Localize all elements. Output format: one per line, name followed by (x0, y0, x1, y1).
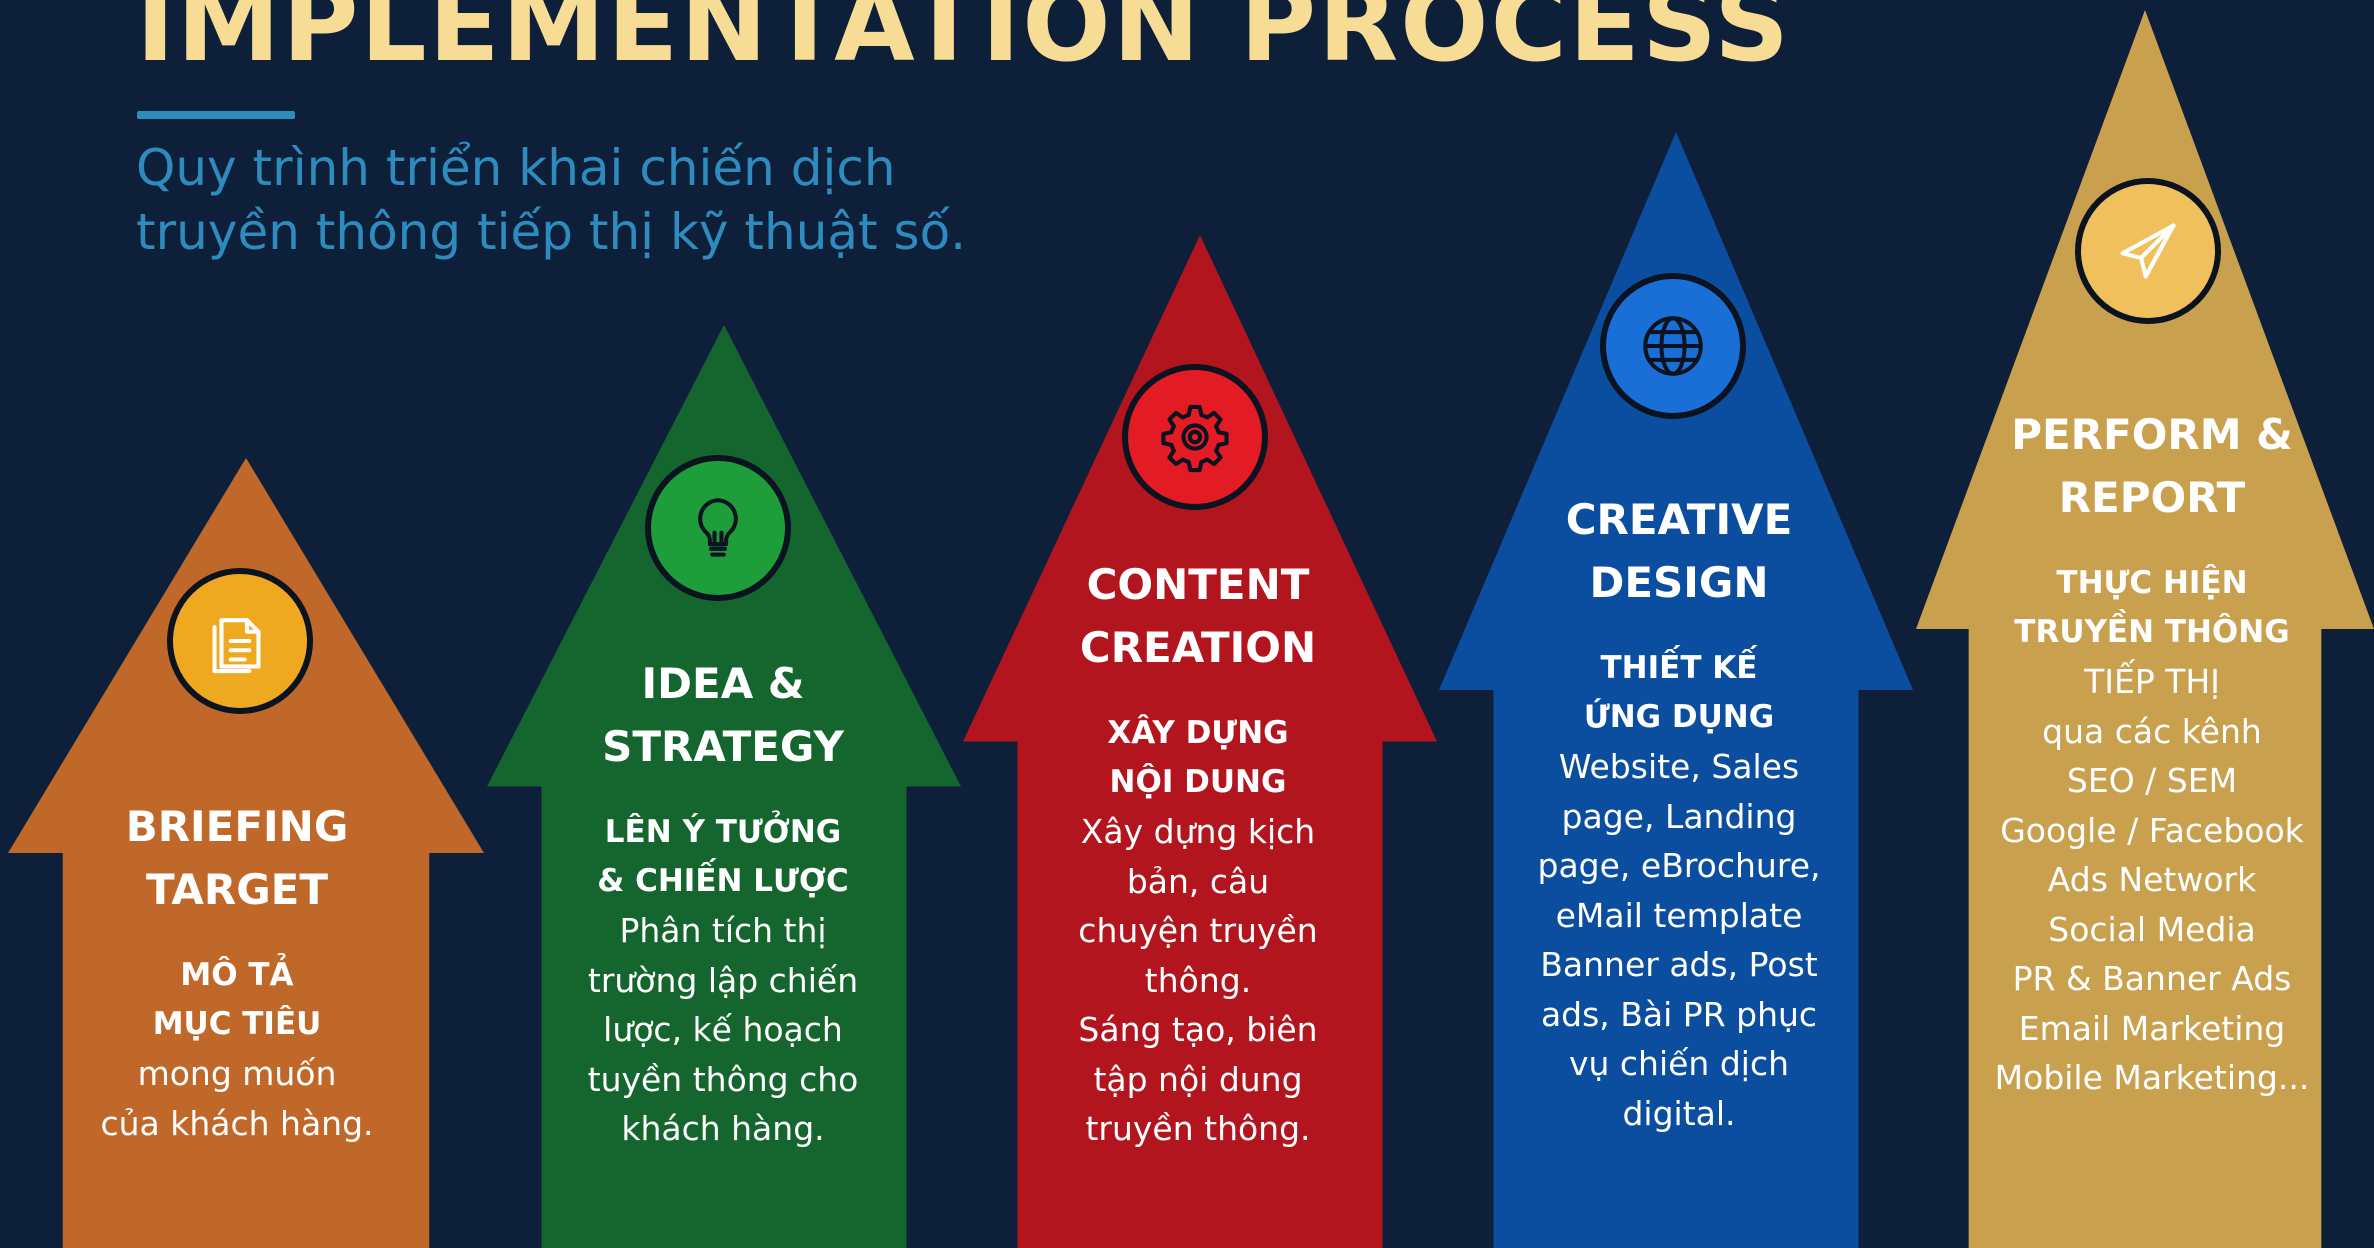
paper-plane-icon (2120, 223, 2176, 279)
step-subtitle: LÊN Ý TƯỞNG & CHIẾN LƯỢC (597, 814, 849, 899)
step-text-idea: IDEA & STRATEGY LÊN Ý TƯỞNG & CHIẾN LƯỢC… (533, 652, 913, 1154)
globe-icon (1643, 316, 1703, 376)
step-subtitle: THỰC HIỆN TRUYỀN THÔNG (2014, 565, 2290, 650)
page-subtitle: Quy trình triển khai chiến dịch truyền t… (136, 139, 967, 261)
document-icon (212, 618, 261, 674)
step-icon-circle (2075, 178, 2221, 324)
step-text-perform: PERFORM & REPORT THỰC HIỆN TRUYỀN THÔNG … (1962, 403, 2342, 1103)
step-body: mong muốn của khách hàng. (100, 1054, 374, 1143)
page-title: IMPLEMENTATION PROCESS (136, 0, 1792, 85)
step-icon-circle (1122, 364, 1268, 510)
lightbulb-icon (698, 498, 738, 557)
title-underline (137, 111, 295, 119)
step-body: TIẾP THỊ qua các kênh SEO / SEM Google /… (1994, 662, 2310, 1097)
step-subtitle: XÂY DỰNG NỘI DUNG (1107, 715, 1289, 800)
step-text-content: CONTENT CREATION XÂY DỰNG NỘI DUNG Xây d… (1008, 553, 1388, 1154)
step-icon-circle (167, 568, 313, 714)
step-subtitle: MÔ TẢ MỤC TIÊU (152, 957, 322, 1042)
gear-icon (1161, 404, 1229, 473)
step-icon-circle (1600, 273, 1746, 419)
step-subtitle: THIẾT KẾ ỨNG DỤNG (1583, 650, 1775, 735)
step-body: Phân tích thị trường lập chiến lược, kế … (587, 911, 859, 1148)
step-icon-circle (645, 455, 791, 601)
step-title: BRIEFING TARGET (125, 802, 349, 914)
step-title: CREATIVE DESIGN (1565, 495, 1793, 607)
step-title: IDEA & STRATEGY (602, 659, 844, 771)
step-text-creative: CREATIVE DESIGN THIẾT KẾ ỨNG DỤNG Websit… (1489, 488, 1869, 1138)
step-title: PERFORM & REPORT (2011, 410, 2293, 522)
step-title: CONTENT CREATION (1079, 560, 1317, 672)
step-body: Xây dựng kịch bản, câu chuyện truyền thô… (1078, 812, 1318, 1148)
step-body: Website, Sales page, Landing page, eBroc… (1537, 747, 1821, 1133)
step-text-briefing: BRIEFING TARGET MÔ TẢ MỤC TIÊU mong muốn… (47, 795, 427, 1148)
